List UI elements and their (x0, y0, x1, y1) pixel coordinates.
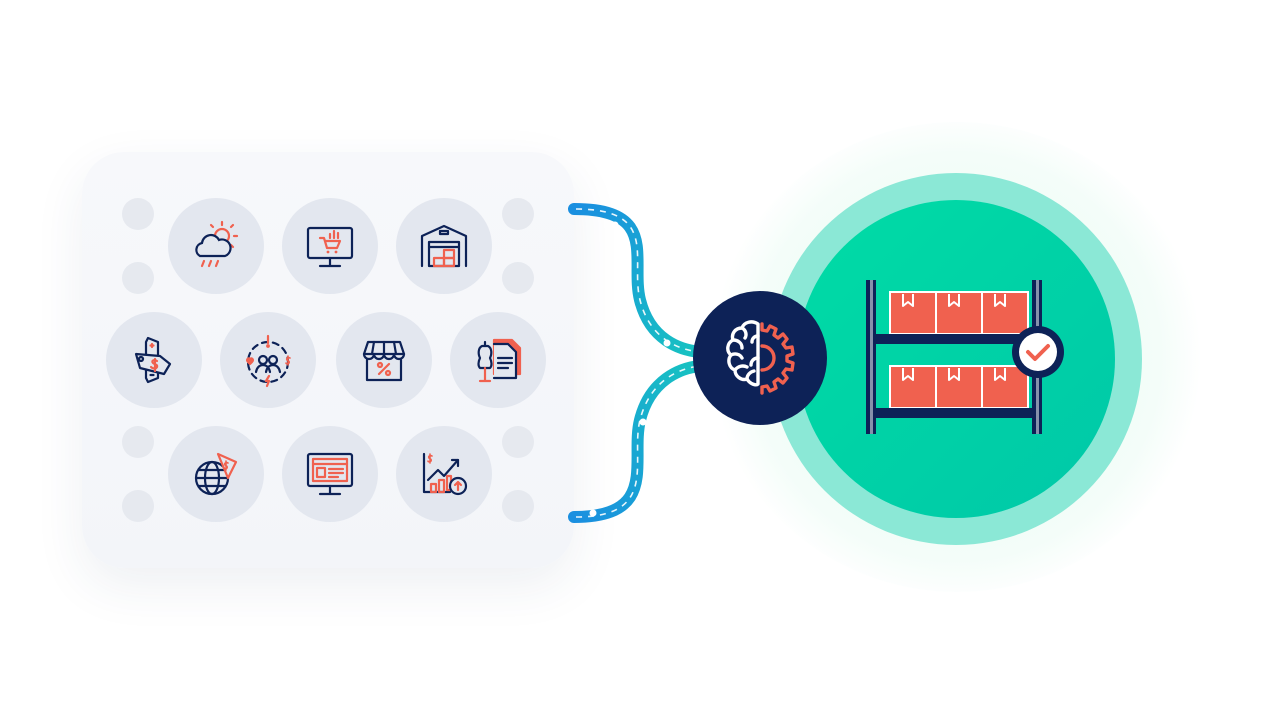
decor-dot (122, 426, 154, 458)
decor-dot (122, 490, 154, 522)
top-connector (568, 203, 706, 358)
flow-dot (639, 418, 647, 426)
flow-dot (663, 339, 671, 347)
check-icon (1026, 344, 1050, 361)
data-sources-panel (82, 152, 574, 568)
flow-dot (589, 509, 597, 517)
global-market-icon (168, 426, 264, 522)
customer-sentiment-icon (220, 312, 316, 408)
weather-icon (168, 198, 264, 294)
decor-dot (122, 198, 154, 230)
online-shopping-analytics-icon (282, 198, 378, 294)
inventory-shelf-check-icon (866, 280, 1064, 434)
decor-dot (502, 426, 534, 458)
growth-chart-icon (396, 426, 492, 522)
fashion-product-icon (450, 312, 546, 408)
decor-dot (122, 262, 154, 294)
decor-dot (502, 490, 534, 522)
decor-dot (502, 262, 534, 294)
storefront-promotion-icon (336, 312, 432, 408)
price-tag-icon (106, 312, 202, 408)
flow-dot (611, 221, 619, 229)
web-store-icon (282, 426, 378, 522)
brain-gear-icon (726, 320, 795, 395)
bottom-connector (568, 360, 706, 523)
warehouse-icon (396, 198, 492, 294)
brain-gear-node (693, 291, 827, 425)
decor-dot (502, 198, 534, 230)
